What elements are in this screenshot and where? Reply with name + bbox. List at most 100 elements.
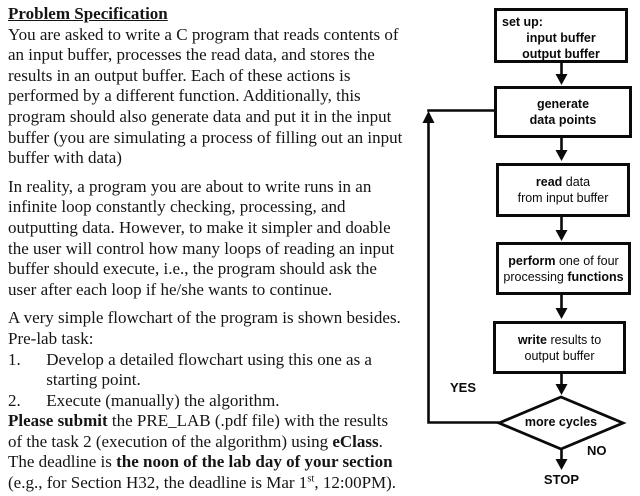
text-run: Problem Specification	[8, 4, 168, 23]
text-run: user after each loop if he/she wants to …	[8, 279, 333, 299]
decision-diamond	[495, 395, 627, 451]
text-run: eClass	[332, 431, 379, 451]
text-run: of the task 2 (execution of the algorith…	[8, 431, 333, 451]
text-line: output buffer	[496, 348, 623, 364]
stop-label: STOP	[543, 472, 580, 487]
text-run: results to	[547, 332, 602, 347]
text-line: buffer (you are simulating a process of …	[8, 128, 454, 149]
text-run: perform	[508, 253, 556, 268]
text-line: You are asked to write a C program that …	[8, 25, 454, 46]
text-line: of the task 2 (execution of the algorith…	[8, 432, 454, 453]
text-line: performed by a different function. Addit…	[8, 86, 454, 107]
text-run: buffer with data)	[8, 148, 122, 168]
text-line: outputting data. However, to make it sim…	[8, 218, 454, 239]
decision-label: more cycles	[524, 415, 598, 429]
text-run: 2. Execute (manually) the algorithm.	[8, 390, 280, 410]
flow-box-setup: set up: input buffer output buffer	[494, 8, 628, 63]
text-line: results in an output buffer. Each of the…	[8, 66, 454, 87]
text-run: performed by a different function. Addit…	[8, 86, 361, 106]
text-run: the PRE_LAB (.pdf file) with the results	[107, 411, 389, 431]
text-run: input buffer	[526, 31, 596, 45]
text-line: A very simple flowchart of the program i…	[8, 308, 454, 329]
text-run: , 12:00PM).	[314, 473, 397, 493]
no-label: NO	[587, 443, 607, 458]
arrowhead-down-icon	[555, 150, 568, 161]
text-line: an input buffer, processes the read data…	[8, 45, 454, 66]
text-run: set up:	[502, 15, 543, 29]
text-run: outputting data. However, to make it sim…	[8, 217, 391, 237]
text-line: 2. Execute (manually) the algorithm.	[8, 391, 454, 412]
text-line: input buffer	[497, 30, 625, 46]
yes-loop-line	[427, 122, 499, 424]
text-line: In reality, a program you are about to w…	[8, 177, 454, 198]
text-run: data points	[529, 113, 597, 127]
text-run: 1. Develop a detailed flowchart using th…	[8, 349, 372, 369]
text-line: Pre-lab task:	[8, 329, 454, 350]
text-line: read data	[499, 174, 627, 190]
text-run: the noon of the lab day of your section	[116, 452, 393, 472]
text-line: Problem Specification	[8, 4, 454, 25]
text-line: program should also generate data and pu…	[8, 107, 454, 128]
text-line: data points	[497, 112, 629, 128]
text-run: the user will control how many loops of …	[8, 238, 395, 258]
arrowhead-down-icon	[555, 384, 568, 395]
text-run: .	[378, 431, 383, 451]
text-line: user after each loop if he/she wants to …	[8, 280, 454, 301]
arrowhead-down-icon	[555, 459, 568, 470]
text-run: st	[307, 473, 315, 485]
text-run: an input buffer, processes the read data…	[8, 45, 375, 65]
text-run: output buffer	[522, 47, 600, 61]
text-run: In reality, a program you are about to w…	[8, 176, 372, 196]
text-run: results in an output buffer. Each of the…	[8, 65, 351, 85]
text-run: starting point.	[8, 370, 141, 390]
text-line: infinite loop constantly checking, proce…	[8, 197, 454, 218]
text-run: processing	[503, 269, 568, 284]
arrowhead-up-icon	[422, 111, 435, 123]
arrowhead-down-icon	[555, 308, 568, 319]
text-line: buffer should execute, i.e., the program…	[8, 259, 454, 280]
paragraph-reality: In reality, a program you are about to w…	[8, 177, 454, 301]
text-run: from input buffer	[517, 191, 609, 205]
text-run: read	[535, 175, 563, 189]
text-line: processing functions	[499, 269, 628, 285]
text-run: buffer should execute, i.e., the program…	[8, 259, 377, 279]
text-line: The deadline is the noon of the lab day …	[8, 452, 454, 473]
text-line: 1. Develop a detailed flowchart using th…	[8, 350, 454, 371]
text-run: one of four	[555, 253, 619, 268]
text-run: A very simple flowchart of the program i…	[8, 308, 401, 328]
flow-box-generate: generate data points	[494, 86, 632, 138]
text-run: generate	[536, 97, 590, 111]
text-run: The deadline is	[8, 452, 117, 472]
text-run: Please submit	[8, 411, 108, 431]
text-run: data	[562, 175, 591, 189]
text-line: generate	[497, 96, 629, 112]
text-run: output buffer	[524, 348, 595, 363]
text-line: from input buffer	[499, 190, 627, 206]
text-run: program should also generate data and pu…	[8, 106, 392, 126]
text-line: perform one of four	[499, 253, 628, 269]
text-line: (e.g., for Section H32, the deadline is …	[8, 473, 454, 494]
text-line: buffer with data)	[8, 148, 454, 169]
text-line: starting point.	[8, 370, 454, 391]
arrowhead-down-icon	[555, 230, 568, 241]
text-run: infinite loop constantly checking, proce…	[8, 197, 346, 217]
text-run: (e.g., for Section H32, the deadline is …	[8, 473, 308, 493]
yes-label: YES	[450, 380, 477, 395]
text-line: the user will control how many loops of …	[8, 239, 454, 260]
text-run: write	[517, 332, 547, 347]
arrowhead-down-icon	[555, 74, 568, 85]
text-line: output buffer	[497, 46, 625, 62]
text-line: Please submit the PRE_LAB (.pdf file) wi…	[8, 411, 454, 432]
text-line: write results to	[496, 332, 623, 348]
text-run: You are asked to write a C program that …	[8, 24, 399, 44]
text-line: set up:	[497, 14, 625, 30]
paragraph-tasks: A very simple flowchart of the program i…	[8, 308, 454, 493]
text-run: Pre-lab task:	[8, 328, 94, 348]
